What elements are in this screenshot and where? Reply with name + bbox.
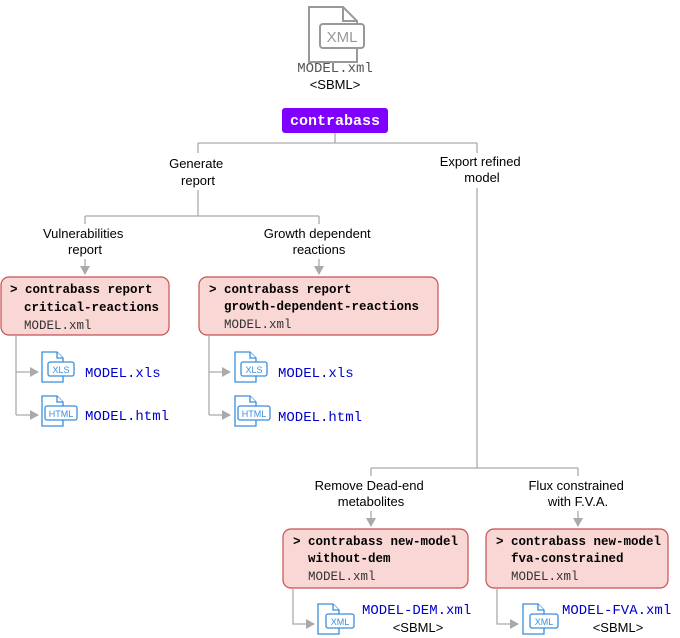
output-format: <SBML> [593, 620, 644, 635]
remove-dead-end-label: Remove Dead-end metabolites [315, 478, 428, 509]
command-arg: MODEL.xml [224, 318, 292, 332]
output-format: <SBML> [393, 620, 444, 635]
svg-text:XML: XML [331, 617, 350, 627]
command-line-1: > contrabass report [209, 283, 352, 297]
command-line-2: fva-constrained [511, 552, 624, 566]
command-box-without-dem [282, 528, 469, 589]
xls-file-icon: XLS [41, 351, 75, 383]
command-arg: MODEL.xml [308, 570, 376, 584]
output-file-fva-xml: MODEL-FVA.xml [562, 603, 671, 619]
command-box-fva-constrained [485, 528, 669, 589]
command-line-2: critical-reactions [24, 301, 159, 315]
source-icon-label: XML [327, 29, 358, 46]
xml-file-icon: XML [522, 603, 559, 635]
output-file-xls: MODEL.xls [278, 366, 354, 382]
svg-text:HTML: HTML [49, 409, 74, 419]
command-line-1: > contrabass new-model [293, 535, 458, 549]
svg-text:XLS: XLS [245, 365, 262, 375]
output-file-html: MODEL.html [85, 409, 169, 425]
command-line-2: growth-dependent-reactions [224, 300, 419, 314]
command-line-2: without-dem [308, 552, 391, 566]
command-arg: MODEL.xml [24, 319, 92, 333]
html-file-icon: HTML [41, 395, 78, 427]
growth-dependent-label: Growth dependent reactions [264, 226, 375, 257]
tool-label: contrabass [290, 113, 380, 130]
command-box-critical-reactions [0, 276, 170, 336]
branch-report-label: Generate report [169, 156, 227, 188]
source-format: <SBML> [310, 77, 361, 92]
command-arg: MODEL.xml [511, 570, 579, 584]
xml-file-icon: XML [317, 603, 355, 635]
command-line-1: > contrabass new-model [496, 535, 661, 549]
output-file-dem-xml: MODEL-DEM.xml [362, 603, 471, 619]
svg-text:XML: XML [535, 617, 554, 627]
output-file-html: MODEL.html [278, 410, 362, 426]
vulnerabilities-label: Vulnerabilities report [43, 226, 127, 257]
command-line-1: > contrabass report [10, 283, 153, 297]
branch-export-label: Export refined model [440, 154, 525, 185]
source-filename: MODEL.xml [297, 61, 373, 77]
flux-constrained-label: Flux constrained with F.V.A. [528, 478, 627, 509]
command-box-growth-dependent [198, 276, 439, 336]
xls-file-icon: XLS [234, 351, 268, 383]
svg-text:HTML: HTML [242, 409, 267, 419]
output-file-xls: MODEL.xls [85, 366, 161, 382]
source-xml-file-icon: XML [308, 6, 365, 63]
tool-badge [282, 108, 388, 133]
html-file-icon: HTML [234, 395, 271, 427]
svg-text:XLS: XLS [52, 365, 69, 375]
